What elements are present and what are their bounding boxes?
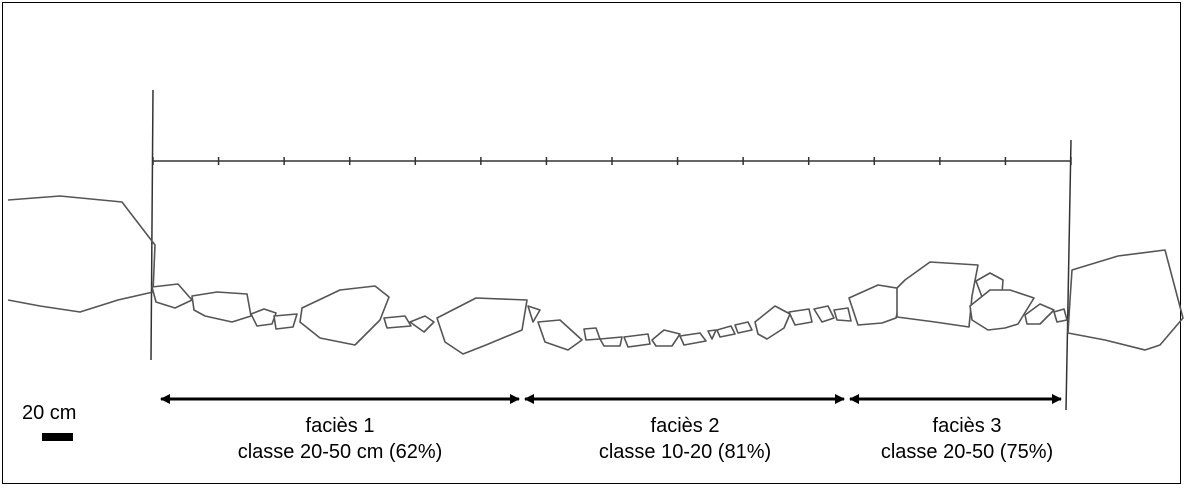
left-bank-block xyxy=(7,195,156,313)
measuring-ticks xyxy=(152,157,1072,165)
stone xyxy=(651,329,681,347)
scale-label: 20 cm xyxy=(22,402,77,424)
stone xyxy=(583,327,601,341)
stone xyxy=(813,305,835,323)
facies-3-label: faciès 3 classe 20-50 (75%) xyxy=(817,413,1117,465)
stone xyxy=(679,332,707,346)
facies-1-name: faciès 1 xyxy=(305,415,375,437)
stone xyxy=(599,336,623,347)
left-reference-line xyxy=(150,89,154,361)
stone xyxy=(299,285,390,346)
stone xyxy=(754,305,791,340)
facies-1-class: classe 20-50 cm (62%) xyxy=(237,441,443,463)
stone xyxy=(191,291,252,323)
facies-2-name: faciès 2 xyxy=(650,415,720,437)
stone xyxy=(273,313,298,330)
stone xyxy=(716,325,736,338)
stream-bed-stones xyxy=(151,261,1068,355)
stone xyxy=(1024,303,1055,325)
stone xyxy=(969,289,1035,331)
right-reference-line xyxy=(1065,139,1072,411)
stone xyxy=(527,305,541,323)
stone xyxy=(707,329,717,340)
right-bank-block xyxy=(1067,249,1184,351)
facies-2-class: classe 10-20 (81%) xyxy=(598,441,772,463)
facies-1-label: faciès 1 classe 20-50 cm (62%) xyxy=(190,413,490,465)
stone xyxy=(537,319,583,351)
stone xyxy=(436,297,528,355)
stone xyxy=(734,321,753,334)
stone xyxy=(788,308,813,326)
stone xyxy=(151,283,193,309)
scale-bar xyxy=(42,433,73,441)
stone xyxy=(1053,308,1068,323)
facies-3-name: faciès 3 xyxy=(932,415,1002,437)
stone xyxy=(833,307,852,322)
stone xyxy=(848,284,904,326)
stone xyxy=(623,333,651,348)
facies-3-class: classe 20-50 (75%) xyxy=(880,441,1054,463)
stone xyxy=(383,315,412,329)
stone xyxy=(896,261,979,328)
stone xyxy=(250,308,277,327)
stone xyxy=(409,315,435,333)
facies-2-label: faciès 2 classe 10-20 (81%) xyxy=(535,413,835,465)
